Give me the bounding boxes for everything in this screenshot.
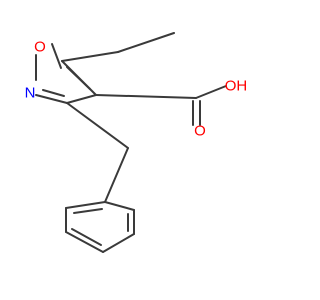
bond-c3-ch2 xyxy=(66,102,129,149)
bond-c3-c4 xyxy=(66,94,97,104)
bond-c4-carboxyl xyxy=(95,94,197,99)
atom-o-carbonyl: O xyxy=(194,123,206,140)
bond-ch2-ch2 xyxy=(104,147,129,203)
atom-oh: OH xyxy=(225,78,248,95)
phenyl-inner-3 xyxy=(71,228,102,246)
bond-methyl xyxy=(117,32,175,53)
bond-o1-c5 xyxy=(51,43,62,69)
bond-c4-c5-inner xyxy=(66,66,91,90)
bond-carboxyl-oh xyxy=(195,85,227,99)
phenyl-bond-5 xyxy=(65,231,104,253)
atom-n-ring: N xyxy=(25,85,36,102)
phenyl-bond-1 xyxy=(65,201,106,209)
bond-n2-c3-inner xyxy=(42,89,65,97)
chemical-structure: O N OH O xyxy=(25,32,248,253)
bond-n2-c3 xyxy=(35,94,68,104)
phenyl-bond-6 xyxy=(102,233,135,253)
bond-c5-methyl xyxy=(61,51,119,62)
phenyl-bond-2 xyxy=(104,201,135,211)
phenyl-inner-1 xyxy=(73,208,103,214)
atom-o-ring: O xyxy=(34,39,46,56)
